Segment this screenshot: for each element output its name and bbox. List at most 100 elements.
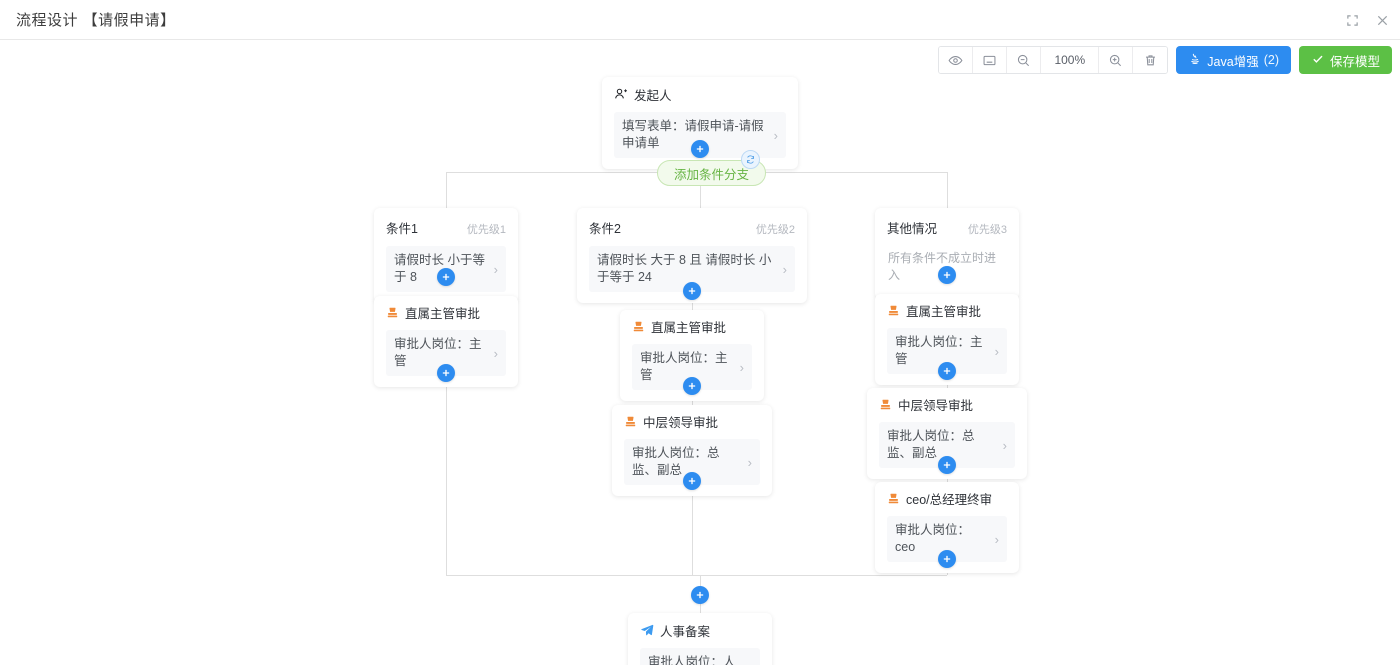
approval-node-b3-1-header: 直属主管审批	[887, 304, 1007, 320]
chevron-right-icon: ›	[747, 454, 752, 470]
approval-node-b2-1-role: 审批人岗位：主管	[640, 351, 728, 382]
approval-node-b1-1-title: 直属主管审批	[405, 307, 481, 321]
start-node-form: 填写表单：请假申请-请假申请单	[622, 119, 764, 150]
toolbar-icon-group: 100%	[938, 46, 1169, 74]
preview-eye-icon[interactable]	[939, 47, 974, 73]
approval-node-b2-2-header: 中层领导审批	[624, 415, 760, 431]
approval-node-b3-1-role: 审批人岗位：主管	[895, 335, 983, 366]
chevron-right-icon: ›	[782, 261, 787, 277]
cc-node-role: 审批人岗位：人事	[648, 655, 736, 665]
approval-node-b2-1-body[interactable]: 审批人岗位：主管 ›	[632, 344, 752, 390]
condition-3-header: 其他情况 优先级3	[887, 218, 1007, 237]
approval-node-b3-3-title: ceo/总经理终审	[906, 493, 993, 507]
approval-node-b2-2-role: 审批人岗位：总监、副总	[632, 446, 720, 477]
java-icon	[1188, 52, 1202, 69]
connector-line	[700, 172, 701, 208]
add-node-button[interactable]	[938, 456, 956, 474]
connector-line	[700, 575, 701, 643]
add-node-button[interactable]	[938, 362, 956, 380]
chevron-right-icon: ›	[994, 343, 999, 359]
condition-3-name: 其他情况	[887, 222, 938, 236]
flow-canvas[interactable]: 发起人 填写表单：请假申请-请假申请单 › 添加条件分支 条件1 优先级1 请假…	[0, 40, 1400, 665]
close-icon[interactable]	[1374, 12, 1390, 28]
add-node-button[interactable]	[938, 550, 956, 568]
branch-bottom-line	[446, 575, 947, 576]
connector-line	[446, 265, 447, 575]
connector-line	[947, 172, 948, 208]
zoom-in-icon[interactable]	[1099, 47, 1134, 73]
condition-2-expression: 请假时长 大于 8 且 请假时长 小于等于 24	[597, 253, 772, 284]
chevron-right-icon: ›	[493, 345, 498, 361]
java-enhance-count: (2)	[1263, 53, 1279, 67]
start-node-title: 发起人	[634, 88, 672, 103]
approval-node-b3-1[interactable]: 直属主管审批 审批人岗位：主管 ›	[875, 294, 1019, 385]
approval-node-b3-2-body[interactable]: 审批人岗位：总监、副总 ›	[879, 422, 1015, 468]
send-icon	[640, 623, 654, 640]
window-controls	[1344, 0, 1390, 40]
approval-node-b3-2-title: 中层领导审批	[898, 399, 974, 413]
approval-node-b2-1-title: 直属主管审批	[651, 321, 727, 335]
add-node-button[interactable]	[691, 140, 709, 158]
add-node-button[interactable]	[938, 266, 956, 284]
chevron-right-icon: ›	[748, 663, 752, 665]
start-node[interactable]: 发起人 填写表单：请假申请-请假申请单 ›	[602, 77, 798, 169]
condition-1-expression: 请假时长 小于等于 8	[394, 253, 485, 284]
add-node-button[interactable]	[683, 377, 701, 395]
approval-node-b3-3-body[interactable]: 审批人岗位：ceo ›	[887, 516, 1007, 562]
fit-screen-icon[interactable]	[973, 47, 1008, 73]
add-node-button[interactable]	[683, 472, 701, 490]
chevron-right-icon: ›	[739, 359, 744, 375]
save-model-button[interactable]: 保存模型	[1298, 46, 1392, 74]
stamp-icon	[632, 320, 645, 336]
sync-icon[interactable]	[741, 150, 760, 169]
page-title: 流程设计 【请假申请】	[16, 12, 176, 29]
approval-node-b2-2-title: 中层领导审批	[643, 416, 719, 430]
add-node-button[interactable]	[683, 282, 701, 300]
java-enhance-button[interactable]: Java增强 (2)	[1176, 46, 1291, 74]
cc-node[interactable]: 人事备案 审批人岗位：人事 ›	[628, 613, 772, 665]
condition-node-2[interactable]: 条件2 优先级2 请假时长 大于 8 且 请假时长 小于等于 24 ›	[577, 208, 807, 303]
java-enhance-label: Java增强	[1207, 54, 1259, 69]
condition-2-header: 条件2 优先级2	[589, 218, 795, 237]
cc-node-header: 人事备案	[640, 623, 760, 640]
approval-node-b3-2[interactable]: 中层领导审批 审批人岗位：总监、副总 ›	[867, 388, 1027, 479]
zoom-level-label: 100%	[1041, 47, 1100, 73]
chevron-right-icon: ›	[493, 261, 498, 277]
approval-node-b1-1-body[interactable]: 审批人岗位：主管 ›	[386, 330, 506, 376]
connector-line	[446, 172, 447, 208]
add-node-button[interactable]	[691, 586, 709, 604]
condition-node-1[interactable]: 条件1 优先级1 请假时长 小于等于 8 ›	[374, 208, 518, 303]
approval-node-b2-1[interactable]: 直属主管审批 审批人岗位：主管 ›	[620, 310, 764, 401]
add-node-button[interactable]	[437, 364, 455, 382]
chevron-right-icon: ›	[994, 531, 999, 547]
chevron-right-icon: ›	[773, 127, 778, 143]
approval-node-b1-1-role: 审批人岗位：主管	[394, 337, 482, 368]
check-icon	[1311, 52, 1325, 69]
approval-node-b3-2-role: 审批人岗位：总监、副总	[887, 429, 975, 460]
approval-node-b1-1-header: 直属主管审批	[386, 306, 506, 322]
chevron-right-icon: ›	[1002, 437, 1007, 453]
condition-2-priority: 优先级2	[755, 224, 795, 236]
window-titlebar: 流程设计 【请假申请】	[0, 0, 1400, 40]
approval-node-b3-1-title: 直属主管审批	[906, 305, 982, 319]
stamp-icon	[386, 306, 399, 322]
start-node-body[interactable]: 填写表单：请假申请-请假申请单 ›	[614, 112, 786, 158]
add-condition-branch-label: 添加条件分支	[674, 167, 750, 182]
delete-trash-icon[interactable]	[1133, 47, 1168, 73]
cc-node-body[interactable]: 审批人岗位：人事 ›	[640, 648, 760, 665]
canvas-toolbar: 100% Java增强 (2) 保存模型	[938, 46, 1392, 74]
stamp-icon	[887, 492, 900, 508]
person-add-icon	[614, 87, 628, 104]
condition-1-priority: 优先级1	[466, 224, 506, 236]
condition-3-body: 所有条件不成立时进入	[887, 246, 1007, 288]
approval-node-b3-3-header: ceo/总经理终审	[887, 492, 1007, 508]
condition-node-3[interactable]: 其他情况 优先级3 所有条件不成立时进入	[875, 208, 1019, 299]
condition-3-priority: 优先级3	[967, 224, 1007, 236]
add-node-button[interactable]	[437, 268, 455, 286]
condition-2-name: 条件2	[589, 222, 621, 236]
zoom-out-icon[interactable]	[1007, 47, 1042, 73]
condition-3-expression: 所有条件不成立时进入	[888, 251, 997, 282]
approval-node-b3-2-header: 中层领导审批	[879, 398, 1015, 414]
cc-node-title: 人事备案	[660, 624, 711, 639]
expand-icon[interactable]	[1344, 12, 1360, 28]
